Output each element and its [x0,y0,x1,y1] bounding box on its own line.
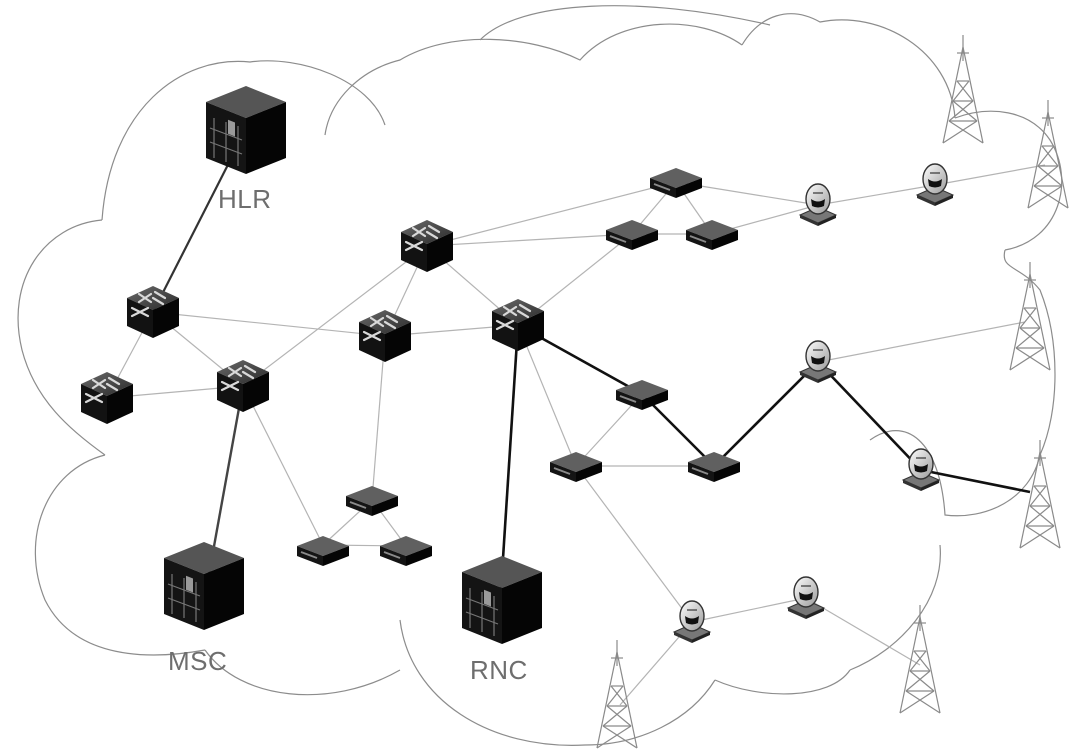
switch-icon [490,297,546,353]
msc-label: MSC [168,646,228,676]
microwave-dish-icon [673,600,711,644]
router-icon [549,451,603,483]
router-icon [379,535,433,567]
primary-links [152,144,1031,606]
switch-icon [215,358,271,414]
antenna-tower-icon [899,604,941,714]
switch-icon [399,218,455,274]
rnc-server-icon [461,555,543,645]
router-icon [685,219,739,251]
microwave-dish-icon [787,576,825,620]
cloud-outline [17,5,1063,746]
antenna-tower-icon [1027,99,1069,209]
antenna-tower-icon [1019,439,1061,549]
thin-links [106,164,1046,706]
hlr-label: HLR [218,184,272,214]
router-icon [605,219,659,251]
hlr-server-icon [205,85,287,175]
msc-server-icon [163,541,245,631]
router-icon [296,535,350,567]
microwave-dish-icon [799,340,837,384]
microwave-dish-icon [799,183,837,227]
router-icon [649,167,703,199]
antenna-tower-icon [596,639,638,749]
switch-icon [357,308,413,364]
antenna-tower-icon [1009,261,1051,371]
router-icon [345,485,399,517]
router-icon [687,451,741,483]
rnc-label: RNC [470,655,528,685]
switch-icon [125,284,181,340]
switch-icon [79,370,135,426]
microwave-dish-icon [916,163,954,207]
